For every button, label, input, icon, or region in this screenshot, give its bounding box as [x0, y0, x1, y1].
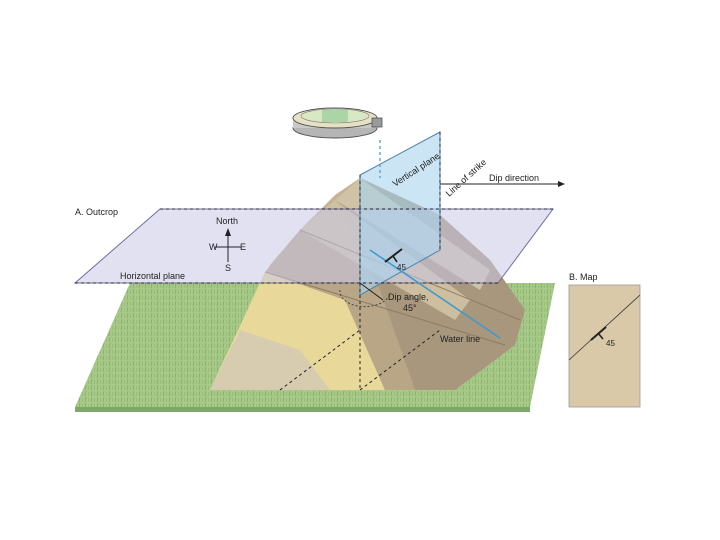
horizontal-plane-label: Horizontal plane	[120, 271, 185, 281]
panel-a-title: A. Outcrop	[75, 207, 118, 217]
strike-dip-value-a: 45	[397, 263, 406, 272]
dip-angle-arc	[339, 282, 391, 308]
compass-east-label: E	[240, 242, 246, 252]
compass-south-label: S	[225, 263, 231, 273]
compass-icon	[292, 107, 383, 178]
compass-north-label: North	[216, 216, 238, 226]
strike-dip-symbol	[384, 248, 403, 263]
reference-lines	[75, 132, 553, 391]
strike-dip-value-b: 45	[606, 339, 615, 348]
compass-west-label: W	[209, 242, 218, 252]
dip-angle-value: 45°	[403, 303, 417, 313]
panel-b-title: B. Map	[569, 272, 598, 282]
dip-angle-label: Dip angle,	[388, 292, 429, 302]
dip-direction-label: Dip direction	[489, 173, 539, 183]
line-of-strike-label: Line of strike	[444, 157, 489, 199]
dip-direction-arrow	[440, 181, 565, 187]
compass-rose	[215, 228, 241, 262]
map-panel	[568, 284, 641, 408]
water-line-label: Water line	[440, 334, 480, 344]
water-line	[369, 249, 501, 339]
